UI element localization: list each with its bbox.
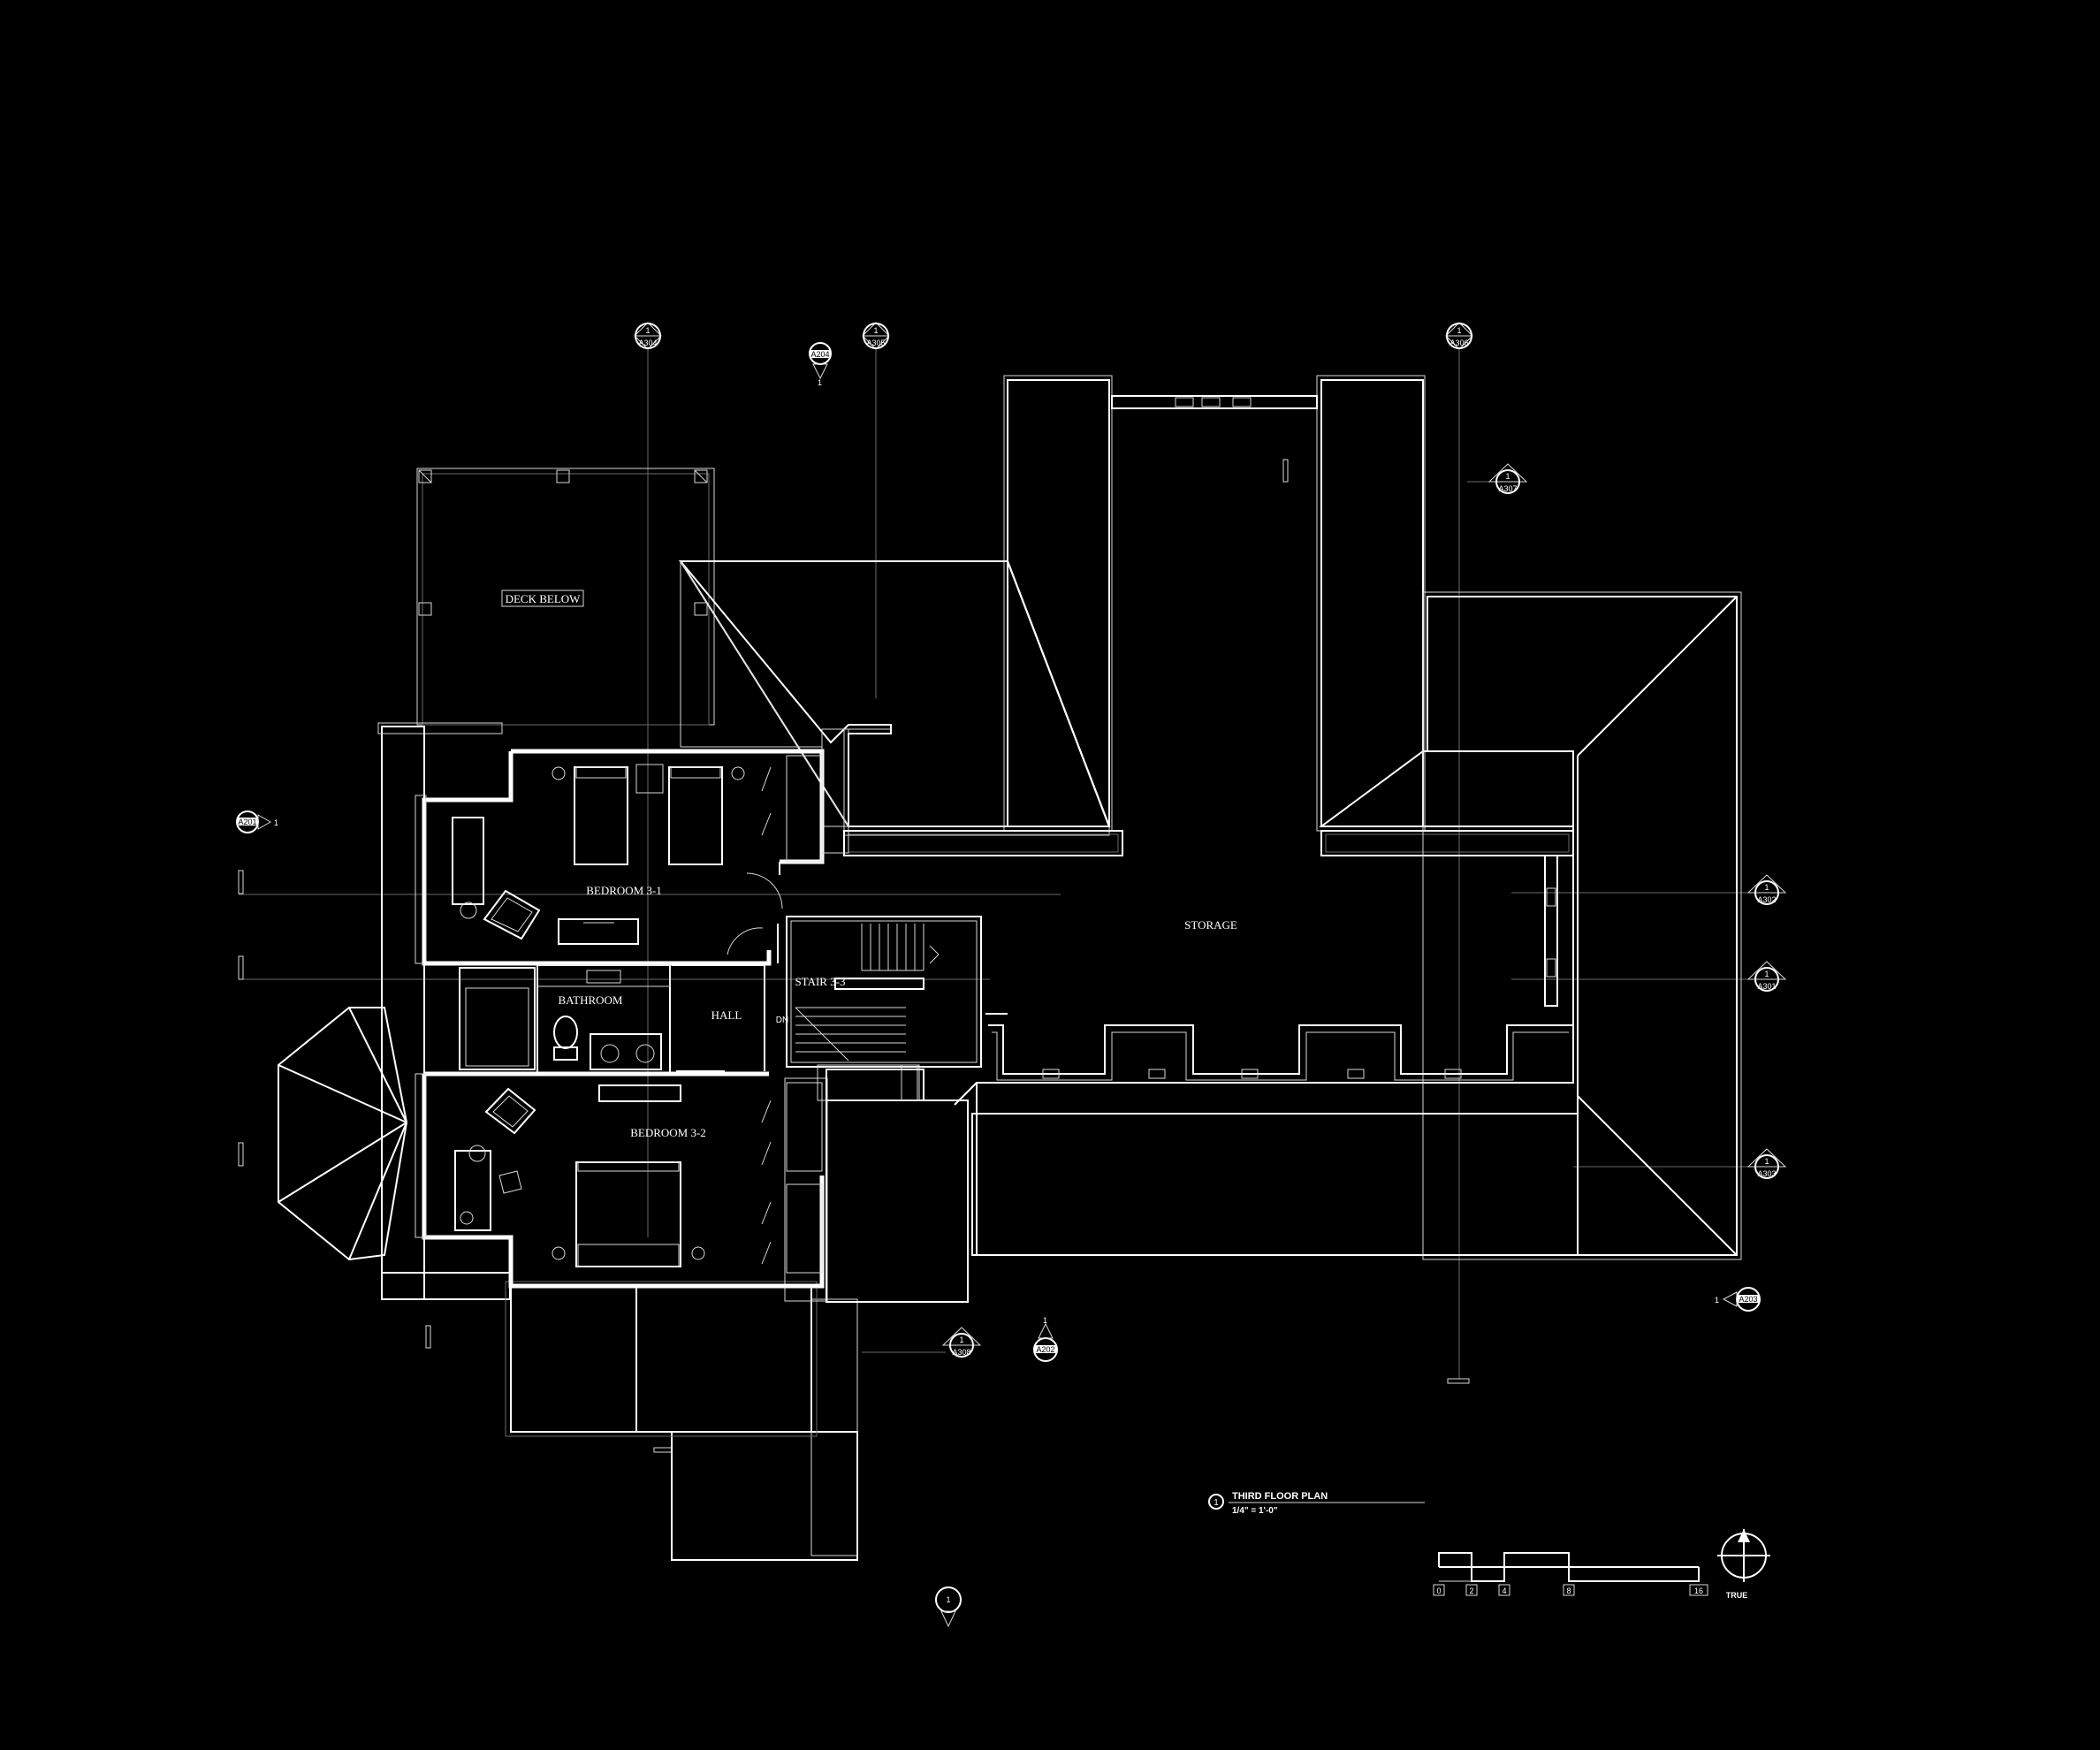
tag-a201-label: A201 [238, 818, 256, 826]
section-tag-a302: 1 A302 [1746, 874, 1787, 905]
section-tag-a304: 1 A304 [634, 322, 662, 350]
roof-areas [278, 375, 1742, 1561]
tag-a302-label: A302 [1757, 895, 1776, 904]
tag-a202-label: A202 [1036, 1345, 1054, 1354]
tag-a203-label: A203 [1739, 1295, 1757, 1304]
label-deck-below: DECK BELOW [506, 592, 582, 605]
label-stair-down: DN [776, 1016, 788, 1025]
svg-text:1: 1 [1457, 326, 1461, 335]
tag-a305-label: A305 [866, 339, 885, 347]
north-arrow-label: TRUE [1726, 1591, 1748, 1600]
tag-a303-label: A303 [1757, 1169, 1776, 1178]
svg-text:1: 1 [274, 818, 278, 827]
elevation-tag-a204: A204 1 [809, 342, 832, 387]
section-tag-a308: 1 A308 [941, 1327, 982, 1358]
elevation-tag-a201: A201 1 [236, 810, 278, 833]
tag-a301-label: A301 [1757, 982, 1776, 991]
north-arrow-icon: TRUE [1717, 1529, 1770, 1600]
elevation-tag-bottom: 1 [935, 1586, 962, 1628]
graphic-scale-bar: 0 2 4 8 16 [1433, 1552, 1708, 1596]
label-bedroom-3-1: BEDROOM 3-1 [586, 884, 662, 897]
svg-text:1: 1 [1764, 1157, 1769, 1166]
drawing-title-block: 1 THIRD FLOOR PLAN 1/4" = 1'-0" [1208, 1491, 1425, 1516]
svg-text:1: 1 [818, 378, 822, 387]
room-labels: DECK BELOW BEDROOM 3-1 BATHROOM HALL STA… [501, 590, 1237, 1139]
elevation-tag-a203: A203 1 [1715, 1287, 1761, 1312]
scale-tick-0: 0 [1436, 1586, 1441, 1595]
section-tag-a305: 1 A305 [862, 322, 890, 350]
tag-a204-label: A204 [810, 350, 829, 359]
svg-text:1: 1 [645, 326, 650, 335]
label-stair-3-3: STAIR 3-3 [795, 975, 845, 988]
tag-a304-label: A304 [638, 339, 657, 347]
tag-a308-label: A308 [952, 1348, 970, 1357]
elevation-tag-a202: A202 1 [1033, 1316, 1058, 1362]
tag-a307-label: A307 [1498, 484, 1517, 493]
svg-text:1: 1 [1764, 883, 1769, 892]
section-tag-a307: 1 A307 [1488, 463, 1528, 494]
section-tag-a306: 1 A306 [1445, 322, 1473, 350]
scale-tick-8: 8 [1566, 1586, 1571, 1595]
svg-text:1: 1 [873, 326, 878, 335]
title-number: 1 [1214, 1498, 1219, 1508]
svg-text:1: 1 [1715, 1296, 1719, 1305]
section-tag-a303: 1 A303 [1746, 1148, 1787, 1179]
tag-a306-label: A306 [1449, 339, 1468, 347]
label-storage: STORAGE [1184, 918, 1237, 932]
svg-text:1: 1 [1043, 1316, 1047, 1325]
label-bedroom-3-2: BEDROOM 3-2 [630, 1126, 706, 1139]
svg-text:1: 1 [946, 1595, 950, 1604]
scale-tick-4: 4 [1502, 1586, 1506, 1595]
room-walls [415, 728, 1573, 1289]
svg-text:1: 1 [959, 1335, 963, 1344]
svg-text:1: 1 [1505, 472, 1510, 481]
title-text: THIRD FLOOR PLAN [1232, 1491, 1328, 1502]
section-tag-a301: 1 A301 [1746, 961, 1787, 992]
label-bathroom: BATHROOM [559, 993, 623, 1007]
scale-tick-16: 16 [1694, 1586, 1703, 1595]
label-hall: HALL [711, 1008, 742, 1022]
title-scale: 1/4" = 1'-0" [1232, 1506, 1278, 1516]
svg-text:1: 1 [1764, 970, 1769, 978]
scale-tick-2: 2 [1469, 1586, 1473, 1595]
section-cut-lines [238, 349, 1750, 1453]
